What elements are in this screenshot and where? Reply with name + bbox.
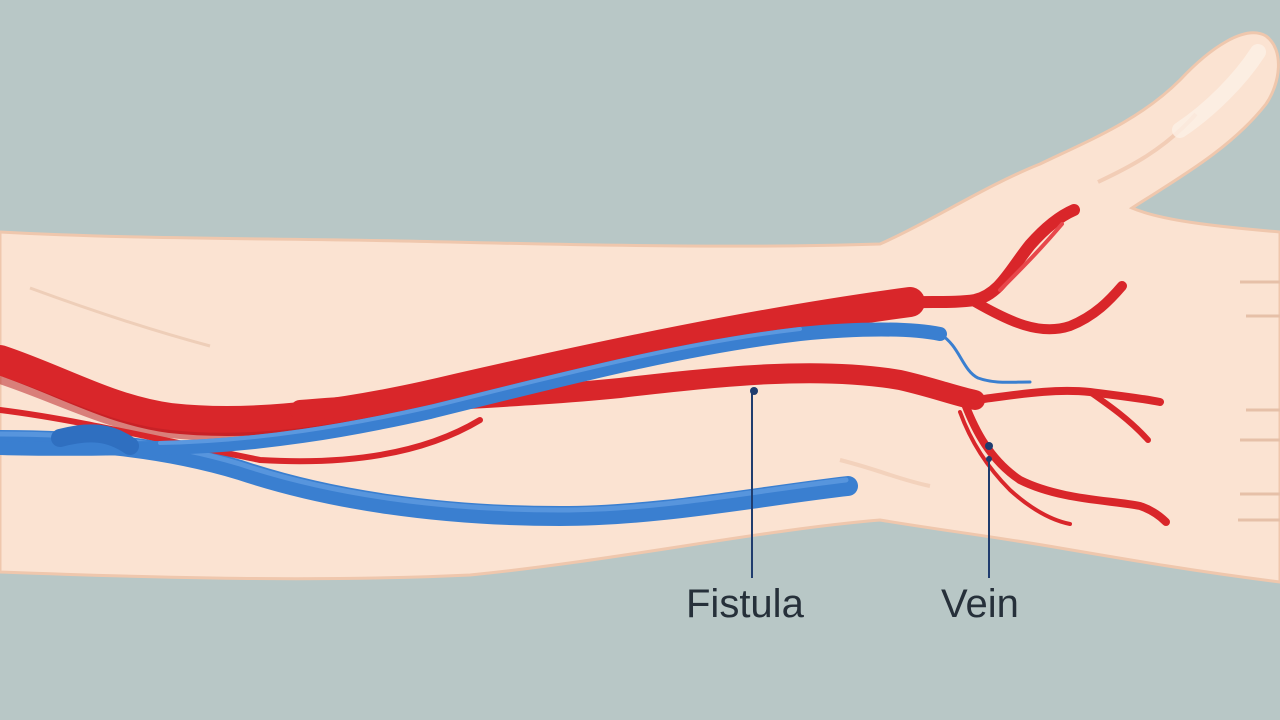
artery-upper-branch-3: [998, 222, 1064, 292]
vein-upper-end: [938, 332, 1032, 384]
arm-silhouette: [0, 31, 1280, 584]
artery-lower-branch: [961, 400, 1170, 526]
artery-lower-branch-thin: [958, 410, 1072, 526]
forearm-skin: [0, 31, 1280, 584]
vein-label: Vein: [941, 582, 1019, 626]
vein-upper-highlight: [158, 327, 802, 445]
artery-mid-branch-b: [1087, 389, 1151, 443]
vein-leader-dot: [985, 442, 993, 450]
arteries: [0, 204, 1170, 526]
elbow-crease: [29, 286, 211, 348]
artery-upper-branch: [874, 204, 1080, 310]
artery-upper-branch-2: [970, 281, 1127, 335]
thumb-highlight: [1172, 44, 1266, 138]
leader-lines: [750, 387, 993, 578]
vein-junction: [51, 424, 139, 455]
artery-middle: [290, 363, 985, 420]
vein-leader-dot-2: [986, 456, 992, 462]
palm-edge: [1238, 280, 1280, 522]
wrist-shadow: [839, 458, 931, 488]
artery-lower-thin: [0, 407, 483, 465]
fistula-leader-dot: [750, 387, 758, 395]
fistula-label: Fistula: [686, 582, 804, 626]
superficial-vein: [0, 322, 1032, 456]
